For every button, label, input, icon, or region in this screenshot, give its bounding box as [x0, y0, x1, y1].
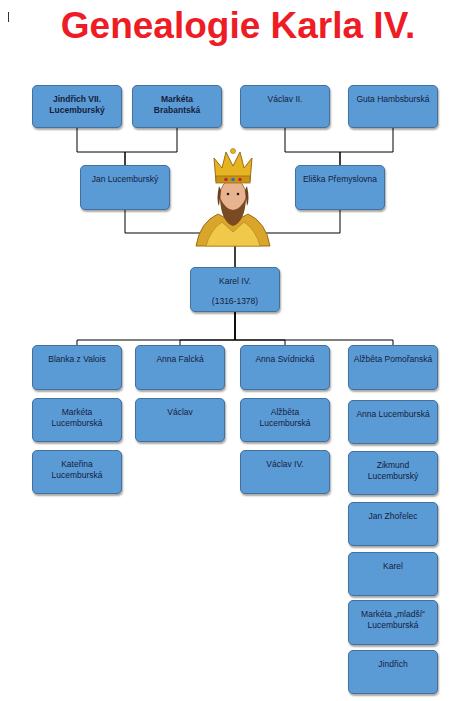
- person-box: Anna Falcká: [135, 345, 225, 390]
- person-name: Anna Lucemburská: [353, 409, 433, 420]
- hair: [218, 186, 249, 206]
- person-box: Václav IV.: [240, 450, 330, 494]
- beard: [220, 198, 246, 226]
- diagram-title: Genealogie Karla IV.: [0, 4, 476, 48]
- crown-jewel: [224, 178, 228, 182]
- connector-layer: [77, 128, 393, 345]
- person-box: Jan Zhořelec: [348, 502, 438, 546]
- person-name: Markéta Lucemburská: [37, 407, 117, 429]
- person-box: Markéta „mladší“ Lucemburská: [348, 600, 438, 645]
- person-name: Anna Svídnická: [245, 354, 325, 365]
- person-name: Václav IV.: [245, 459, 325, 470]
- person-name: Markéta „mladší“ Lucemburská: [353, 609, 433, 631]
- family-line: [235, 312, 393, 345]
- family-line: [77, 128, 125, 165]
- person-box: Kateřina Lucemburská: [32, 450, 122, 494]
- person-name: Kateřina Lucemburská: [37, 459, 117, 481]
- person-box: Václav II.: [240, 85, 330, 128]
- person-box: Anna Lucemburská: [348, 400, 438, 444]
- person-box: Jindřich VII. Lucemburský: [32, 85, 122, 128]
- crown-jewel: [238, 178, 242, 182]
- family-line: [285, 128, 340, 165]
- person-name: Alžběta Pomořanská: [353, 354, 433, 365]
- person-box: Guta Hambsburská: [348, 85, 438, 128]
- person-name: Jindřich: [353, 659, 433, 670]
- person-name: Václav II.: [245, 94, 325, 105]
- person-name: Eliška Přemyslovna: [300, 174, 380, 185]
- person-name: Markéta Brabantská: [137, 94, 217, 116]
- person-box: Markéta Brabantská: [132, 85, 222, 128]
- king-portrait: [196, 149, 270, 247]
- person-name: (1316-1378): [195, 296, 275, 307]
- person-name: Jan Zhořelec: [353, 511, 433, 522]
- person-box: Markéta Lucemburská: [32, 398, 122, 442]
- person-box: Karel: [348, 552, 438, 596]
- person-box: Blanka z Valois: [32, 345, 122, 390]
- person-box: Eliška Přemyslovna: [295, 165, 385, 210]
- person-box: Jindřich: [348, 650, 438, 694]
- person-name: Jindřich VII. Lucemburský: [37, 94, 117, 116]
- crown-cross: [231, 149, 236, 154]
- crown: [214, 152, 252, 182]
- person-box: Alžběta Lucemburská: [240, 398, 330, 442]
- person-name: Blanka z Valois: [37, 354, 117, 365]
- person-name: Karel: [353, 561, 433, 572]
- person-name: Guta Hambsburská: [353, 94, 433, 105]
- eye: [237, 193, 240, 196]
- family-line: [77, 312, 235, 345]
- person-box: Alžběta Pomořanská: [348, 345, 438, 390]
- person-name: Karel IV.: [195, 276, 275, 287]
- person-name: Václav: [140, 407, 220, 418]
- person-name: Jan Lucemburský: [85, 174, 165, 185]
- person-name: Anna Falcká: [140, 354, 220, 365]
- person-box: Karel IV. (1316-1378): [190, 267, 280, 312]
- cursor-mark: [8, 12, 9, 22]
- person-box: Zikmund Lucemburský: [348, 451, 438, 495]
- person-box: Anna Svídnická: [240, 345, 330, 390]
- person-name: Alžběta Lucemburská: [245, 407, 325, 429]
- person-box: Jan Lucemburský: [80, 165, 170, 210]
- family-line: [340, 128, 393, 165]
- family-line: [125, 128, 177, 165]
- person-name: Zikmund Lucemburský: [353, 460, 433, 482]
- person-box: Václav: [135, 398, 225, 442]
- eye: [227, 193, 230, 196]
- family-line: [180, 312, 235, 345]
- crown-band: [216, 176, 250, 183]
- crown-jewel: [231, 178, 235, 182]
